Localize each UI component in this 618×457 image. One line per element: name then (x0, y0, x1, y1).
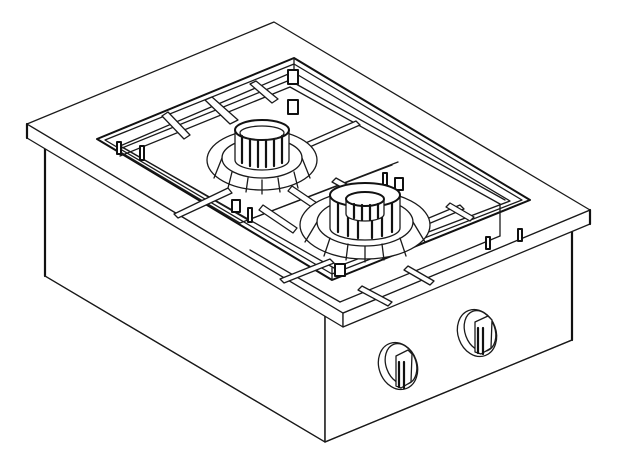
grate-finger (161, 111, 191, 140)
grate-post (334, 263, 346, 277)
grate-post (394, 177, 404, 191)
grate-finger (279, 258, 335, 284)
grate-finger (445, 202, 475, 222)
grate-post (247, 207, 253, 223)
grate-post (485, 236, 491, 250)
grate-finger (258, 204, 298, 234)
grate-finger (173, 187, 233, 219)
knob-right[interactable] (451, 304, 503, 362)
grate-post (287, 99, 299, 115)
grate-finger (357, 285, 393, 307)
burner-rear-left (206, 119, 318, 195)
grate-post (139, 145, 145, 161)
burner-front-right (299, 182, 431, 263)
burner-cap (234, 129, 290, 171)
grate-finger (403, 265, 435, 286)
grate-post (116, 141, 122, 155)
grate-post (231, 199, 241, 213)
grate-post (382, 172, 388, 186)
grate-finger (204, 96, 239, 125)
grate-post (517, 228, 523, 242)
grate-post (287, 69, 299, 85)
knob-left[interactable] (372, 337, 424, 395)
burner-inner-ring (345, 191, 385, 207)
grate-finger (249, 80, 279, 104)
